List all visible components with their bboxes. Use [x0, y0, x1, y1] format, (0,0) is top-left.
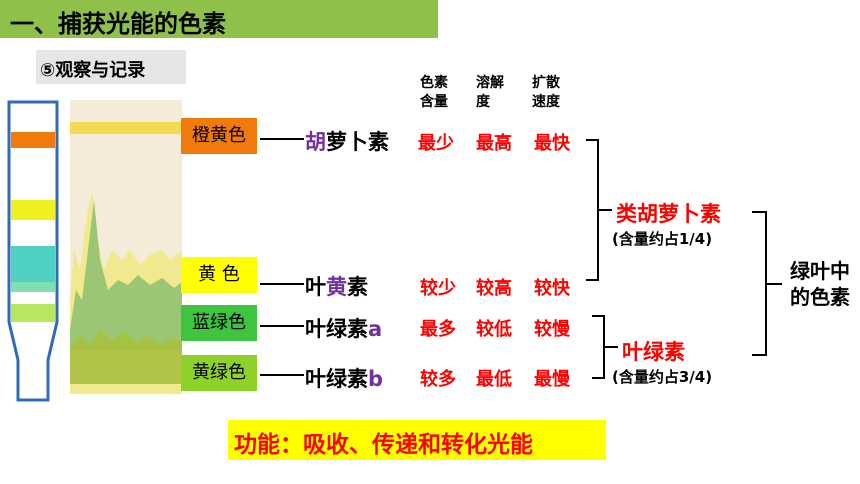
- overall-pigments-label: 绿叶中 的色素: [790, 259, 850, 309]
- chlorophyll-b-content: 较多: [420, 369, 456, 390]
- chlorophyll-a-solubility: 较低: [476, 319, 512, 340]
- xanthophyll-content: 较少: [420, 278, 456, 299]
- xanthophyll-diffusion: 较快: [534, 278, 570, 299]
- band-label-orange: 橙黄色: [181, 118, 257, 154]
- header-diffusion: 扩散 速度: [532, 75, 560, 110]
- band-label-yellow: 黄 色: [181, 257, 257, 293]
- pigment-name-carotene: 胡萝卜素: [305, 130, 389, 154]
- xanthophyll-solubility: 较高: [476, 278, 512, 299]
- chlorophyll-a-content: 最多: [420, 319, 456, 340]
- group-note-chlorophylls: (含量约占3/4): [612, 368, 713, 386]
- chlorophyll-b-diffusion: 最慢: [534, 369, 570, 390]
- chromatography-paper-image: [70, 100, 182, 394]
- header-content: 色素 含量: [420, 75, 448, 110]
- pigment-name-chlorophyll-b: 叶绿素b: [305, 367, 384, 391]
- page-title: 一、捕获光能的色素: [10, 10, 226, 38]
- function-text: 功能：吸收、传递和转化光能: [234, 432, 533, 458]
- pigment-name-xanthophyll: 叶黄素: [305, 275, 368, 299]
- band-label-yellowgreen: 黄绿色: [181, 355, 257, 391]
- carotene-solubility: 最高: [476, 133, 512, 154]
- chlorophyll-b-solubility: 最低: [476, 369, 512, 390]
- test-tube-image: [7, 100, 59, 402]
- section-bar: [36, 50, 186, 84]
- band-label-bluegreen: 蓝绿色: [181, 305, 257, 341]
- function-highlight: [228, 420, 606, 460]
- title-bar: [0, 0, 438, 38]
- carotene-diffusion: 最快: [534, 133, 570, 154]
- chlorophyll-a-diffusion: 较慢: [534, 319, 570, 340]
- carotene-content: 最少: [418, 133, 454, 154]
- group-name-chlorophylls: 叶绿素: [622, 340, 685, 364]
- header-solubility: 溶解 度: [476, 75, 504, 110]
- section-title: ⑤观察与记录: [40, 60, 146, 81]
- group-note-carotenoids: (含量约占1/4): [612, 230, 713, 248]
- group-name-carotenoids: 类胡萝卜素: [616, 202, 721, 226]
- pigment-name-chlorophyll-a: 叶绿素a: [305, 317, 383, 341]
